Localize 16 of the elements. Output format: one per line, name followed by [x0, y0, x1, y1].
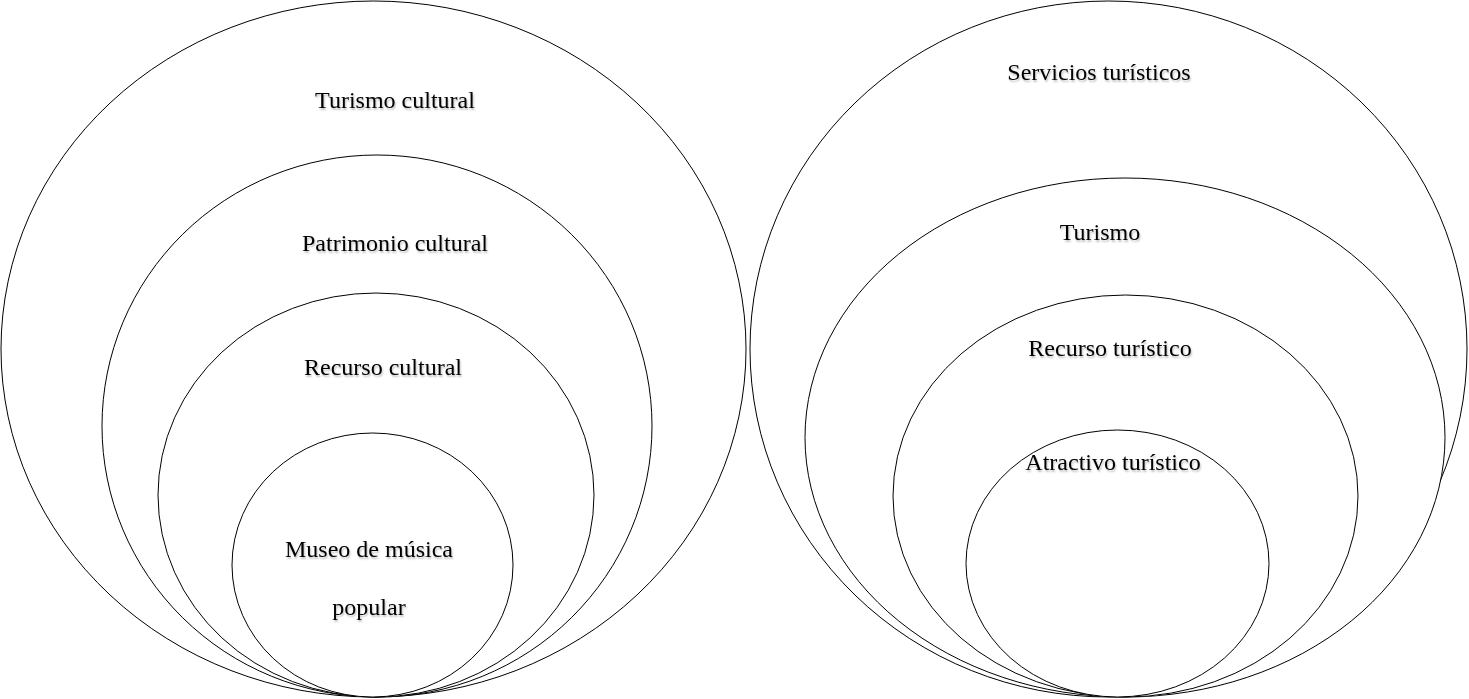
node-label: Recurso cultural — [303, 353, 463, 382]
node-label: Recurso turístico — [1027, 334, 1193, 363]
node-label: Turismo cultural — [314, 86, 476, 115]
circle — [805, 178, 1445, 697]
node-label: Turismo — [1058, 218, 1142, 247]
node-label: Servicios turísticos — [1006, 58, 1192, 87]
node-label: Museo de música popular — [284, 535, 454, 622]
circle — [966, 430, 1269, 697]
node-label: Patrimonio cultural — [301, 229, 489, 258]
circle — [232, 433, 513, 697]
circle — [158, 293, 594, 697]
circle — [750, 1, 1467, 697]
circle — [102, 155, 652, 697]
circle — [1, 1, 746, 697]
node-label: Atractivo turístico — [1024, 448, 1202, 477]
circle — [893, 295, 1358, 697]
